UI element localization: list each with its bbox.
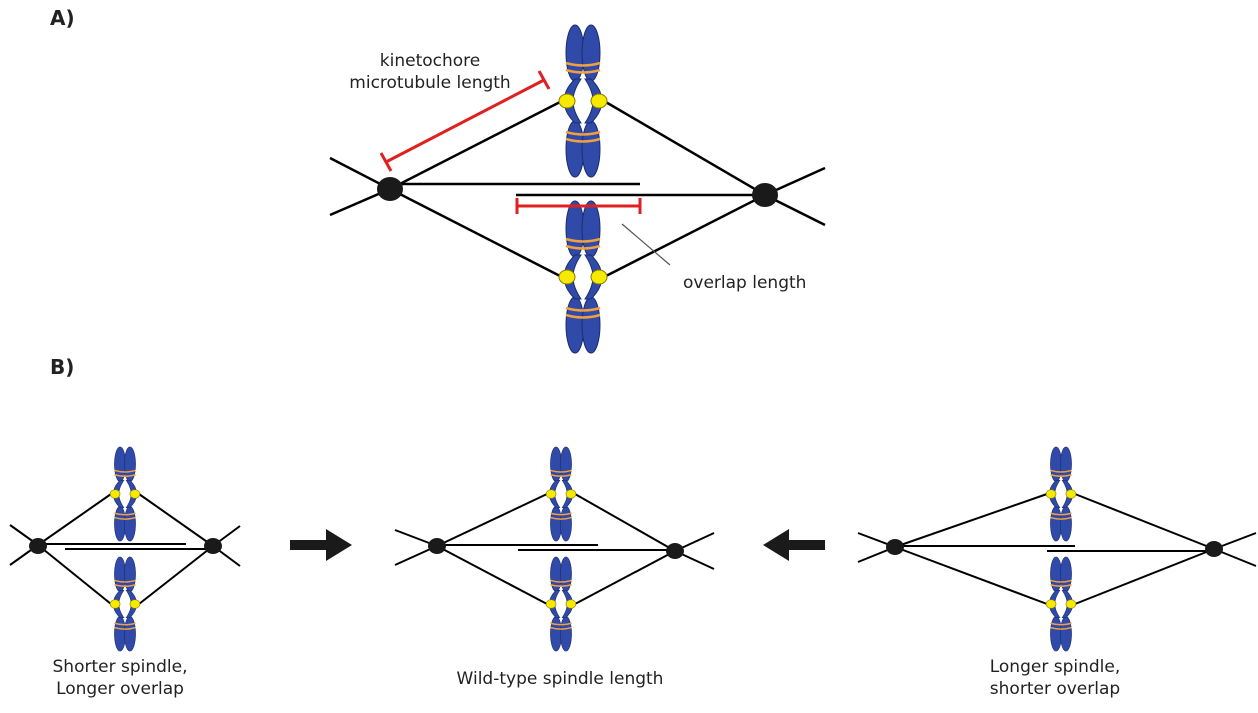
kinetochore-microtubule <box>389 99 563 191</box>
caption-shorter-spindle: Shorter spindle, Longer overlap <box>52 657 188 699</box>
spindle-pole <box>377 177 403 201</box>
overlap-pointer-line <box>621 223 671 266</box>
kinetochore-microtubule <box>603 193 766 279</box>
caption-wild-type: Wild-type spindle length <box>456 669 664 689</box>
panel-a-spindle <box>329 23 826 355</box>
panel-b-right-spindle <box>857 446 1257 652</box>
kinetochore-microtubule <box>138 493 214 547</box>
kinetochore-length-bar <box>379 70 551 172</box>
kinetochore-microtubule <box>603 99 766 197</box>
kinetochore-microtubule <box>574 550 676 605</box>
kinetochore-microtubule-length-label: kinetochore microtubule length <box>349 51 511 93</box>
chromosome <box>109 556 141 652</box>
caption-longer-spindle: Longer spindle, shorter overlap <box>989 657 1121 699</box>
kinetochore-microtubule <box>1074 548 1215 605</box>
spindle-pole <box>204 538 222 554</box>
kinetochore-microtubule <box>574 493 676 552</box>
kinetochore-microtubule <box>436 493 548 547</box>
arrow-left-icon <box>763 529 825 561</box>
kinetochore-microtubule <box>138 545 214 605</box>
chromosome <box>1045 446 1077 542</box>
overlap-length-label: overlap length <box>683 273 807 293</box>
panel-b-label: B) <box>50 355 75 379</box>
spindle-pole <box>1205 541 1223 557</box>
overlap-length-bar <box>515 198 642 214</box>
kinetochore-microtubule <box>894 546 1048 605</box>
kinetochore-microtubule <box>37 544 112 605</box>
chromosome <box>557 23 609 179</box>
panel-b-middle-spindle <box>394 446 715 652</box>
panel-b-left-spindle <box>9 446 241 652</box>
kinetochore-microtubule <box>37 493 112 546</box>
kinetochore-microtubule <box>436 545 548 605</box>
spindle-pole <box>29 538 47 554</box>
chromosome <box>557 199 609 355</box>
panel-a-label: A) <box>50 6 75 30</box>
kinetochore-microtubule <box>1074 493 1215 550</box>
spindle-pole <box>886 539 904 555</box>
spindle-pole <box>428 538 446 554</box>
chromosome <box>1045 556 1077 652</box>
spindle-pole <box>752 183 778 207</box>
chromosome <box>109 446 141 542</box>
arrow-right-icon <box>290 529 352 561</box>
spindle-pole <box>666 543 684 559</box>
kinetochore-microtubule <box>894 493 1048 548</box>
chromosome <box>545 556 577 652</box>
chromosome <box>545 446 577 542</box>
kinetochore-microtubule <box>389 187 563 279</box>
